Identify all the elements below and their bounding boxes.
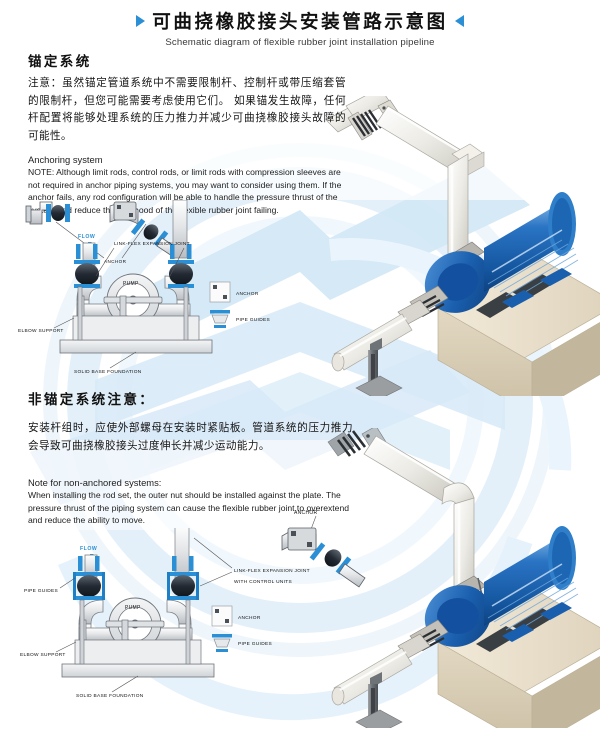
- motor-pump-unit-bottom: [424, 526, 579, 652]
- triangle-right-icon: [136, 15, 146, 27]
- expansion-joint-left: [74, 244, 100, 288]
- suction-joint-and-pipe: [331, 285, 449, 372]
- elbow-support-label-top: ELBOW SUPPORT: [18, 328, 64, 334]
- legend-pipe-guides-top: PIPE GUIDES: [210, 310, 270, 328]
- triangle-left-icon: [454, 15, 464, 27]
- elbow-support-label-bottom: ELBOW SUPPORT: [20, 652, 66, 658]
- inset-joint-left: [46, 204, 70, 222]
- section-anchoring: 锚定系统 注意：虽然锚定管道系统中不需要限制杆、控制杆或带压缩套管的限制杆，但您…: [28, 50, 346, 216]
- elbow-support-leader-top: [53, 317, 75, 329]
- joint-leader-lines-bottom: [193, 537, 233, 587]
- legend-pipe-guides-label-top: PIPE GUIDES: [236, 317, 270, 323]
- control-unit-rod-right: [102, 572, 105, 600]
- legend-anchor-label-bottom: ANCHOR: [238, 615, 261, 621]
- poster-header: 可曲挠橡胶接头安装管路示意图 Schematic diagram of flex…: [0, 8, 600, 48]
- pump-label-top: PUMP: [123, 281, 139, 287]
- section1-body-en: NOTE: Although limit rods, control rods,…: [28, 167, 342, 215]
- section2-heading-en: Note for non-anchored systems:: [28, 477, 162, 488]
- elbow-joint-bottom-inset: [309, 542, 366, 588]
- render-non-anchored-pump-assembly: [326, 428, 600, 728]
- elbow-support-leader-bottom: [55, 641, 77, 653]
- title-row: 可曲挠橡胶接头安装管路示意图: [0, 8, 600, 34]
- inlet-joint-with-control-units: [327, 428, 457, 503]
- section2-body-cn: 安装杆组时，应使外部螺母在安装时紧贴板。管道系统的压力推力会导致可曲挠橡胶接头过…: [28, 422, 353, 452]
- flow-label-bottom: FLOW: [80, 546, 97, 552]
- joint-label-top: LINK-FLEX EXPANSION JOINT: [114, 241, 190, 247]
- suction-joint-and-pipe-bottom: [331, 619, 449, 706]
- joint-label-bottom-line2: WITH CONTROL UNITS: [234, 579, 292, 585]
- schematic-non-anchored: FLOW: [18, 528, 338, 708]
- foundation-bottom: [61, 599, 215, 678]
- schematic-anchored: ANCHOR FLOW: [18, 200, 318, 385]
- pipe-guides-leader-bottom: [59, 577, 76, 589]
- inset-joint-right: [130, 218, 181, 259]
- joint-leader-lines-top: [95, 247, 185, 277]
- section1-heading-cn: 锚定系统: [28, 54, 92, 70]
- pipe-support-stand-bottom: [355, 672, 403, 728]
- foundation-label-top: SOLID BASE FOUNDATION: [74, 369, 142, 375]
- pipe-guides-label-bottom: PIPE GUIDES: [24, 588, 58, 594]
- elbow-assembly-right: [109, 201, 139, 225]
- section1-heading-en: Anchoring system: [28, 154, 103, 165]
- foundation-leader-top: [109, 351, 137, 369]
- section1-body-cn: 注意：虽然锚定管道系统中不需要限制杆、控制杆或带压缩套管的限制杆，但您可能需要考…: [28, 77, 346, 142]
- vertical-downcomer: [447, 153, 469, 269]
- foundation-top: [59, 286, 213, 354]
- foundation-leader-bottom: [111, 675, 139, 693]
- page-title-cn: 可曲挠橡胶接头安装管路示意图: [152, 12, 448, 33]
- motor-body: [484, 202, 562, 292]
- render-anchored-pump-assembly: [326, 96, 600, 396]
- legend-anchor-top: ANCHOR: [209, 281, 259, 303]
- section2-body-en: When installing the rod set, the outer n…: [28, 490, 350, 526]
- anchor-callout-top: [55, 221, 147, 259]
- page-subtitle-en: Schematic diagram of flexible rubber joi…: [165, 37, 435, 48]
- expansion-joint-left-bottom: [73, 556, 105, 600]
- foundation-label-bottom: SOLID BASE FOUNDATION: [76, 693, 144, 699]
- joint-label-bottom-line1: LINK-FLEX EXPANSION JOINT: [234, 568, 310, 574]
- legend-pipe-guides-bottom: PIPE GUIDES: [212, 634, 272, 652]
- anchor-callout-label-bottom: ANCHOR: [294, 510, 318, 516]
- section-non-anchored: 非锚定系统注意： 安装杆组时，应使外部螺母在安装时紧贴板。管道系统的压力推力会导…: [28, 388, 353, 527]
- legend-anchor-label-top: ANCHOR: [236, 291, 259, 297]
- section2-heading-cn: 非锚定系统注意：: [28, 392, 156, 408]
- pipe-support-stand: [355, 338, 403, 396]
- anchor-elbow-inset-bottom: ANCHOR: [280, 498, 390, 588]
- flow-label-top: FLOW: [78, 234, 95, 240]
- expansion-joint-right: [168, 244, 194, 288]
- riser-pipe: [172, 200, 188, 259]
- pump-label-bottom: PUMP: [125, 605, 141, 611]
- expansion-joint-right-bottom: [167, 556, 199, 600]
- legend-anchor-bottom: ANCHOR: [211, 605, 261, 627]
- elbow-anchor-body: [281, 527, 317, 551]
- legend-pipe-guides-label-bottom: PIPE GUIDES: [238, 641, 272, 647]
- anchor-callout-label-top: ANCHOR: [104, 259, 127, 264]
- control-unit-rod-left: [73, 572, 76, 600]
